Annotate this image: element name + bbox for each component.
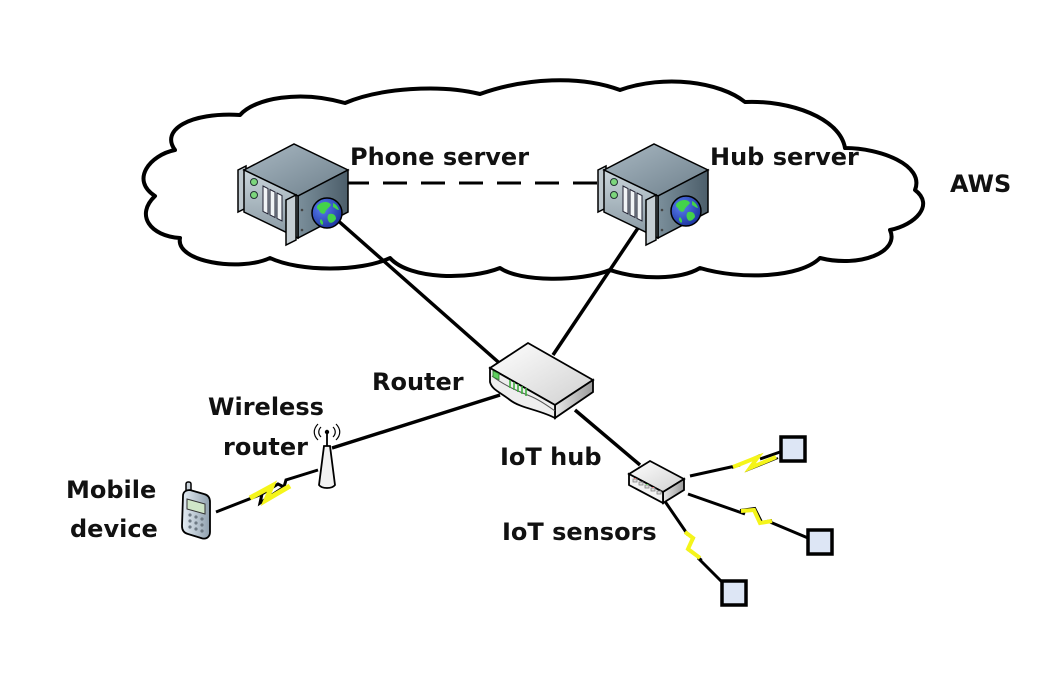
sensor-square-icon[interactable] [720, 579, 748, 607]
iot-hub-label: IoT hub [500, 443, 602, 471]
aws-cloud [141, 78, 925, 281]
wireless-link-mobile [215, 468, 319, 514]
mobile-phone-icon [181, 481, 211, 540]
mobile-device-label-line2: device [70, 515, 158, 543]
sensor-square-icon[interactable] [806, 528, 834, 556]
phone-server-node[interactable]: Phone server [237, 143, 529, 246]
wireless-link-sensor-3 [662, 499, 724, 584]
globe-icon [670, 195, 702, 227]
sensor-square-icon[interactable] [779, 435, 807, 463]
wireless-access-point-icon [313, 423, 341, 489]
hub-switch-icon [627, 459, 686, 505]
wireless-link-sensor-1 [689, 450, 781, 478]
phone-server-label: Phone server [350, 143, 529, 171]
link-hub-server-router [551, 224, 642, 356]
wireless-router-node[interactable]: Wireless router [208, 393, 341, 489]
globe-icon [311, 197, 343, 229]
iot-sensors-group: IoT sensors [502, 435, 834, 607]
hub-server-node[interactable]: Hub server [597, 143, 859, 246]
link-router-wireless [331, 393, 501, 450]
router-label: Router [372, 368, 464, 396]
iot-sensors-label: IoT sensors [502, 518, 657, 546]
link-phone-server-router [333, 216, 507, 370]
wireless-router-label-line1: Wireless [208, 393, 324, 421]
hub-server-label: Hub server [710, 143, 859, 171]
aws-label: AWS [950, 170, 1011, 198]
wireless-router-label-line2: router [223, 433, 308, 461]
mobile-device-node[interactable]: Mobile device [66, 476, 211, 543]
router-icon [488, 341, 595, 420]
iot-hub-node[interactable]: IoT hub [500, 443, 686, 505]
mobile-device-label-line1: Mobile [66, 476, 156, 504]
wireless-link-sensor-2 [687, 492, 809, 540]
router-node[interactable]: Router [372, 341, 595, 420]
link-router-iot-hub [573, 408, 642, 467]
